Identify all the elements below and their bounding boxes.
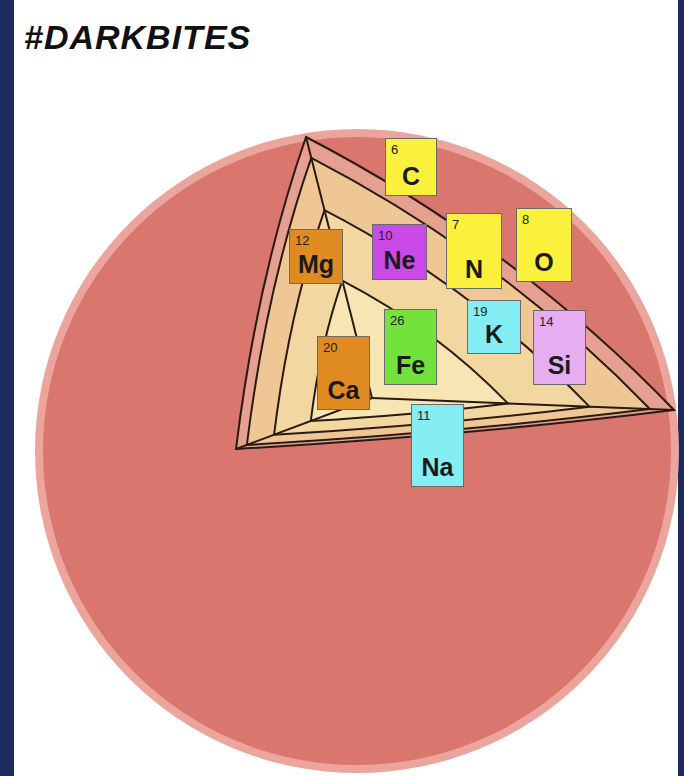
element-tile: 19K xyxy=(467,300,521,354)
element-tile: 10Ne xyxy=(372,224,427,280)
element-tile: 12Mg xyxy=(289,229,343,284)
atomic-number: 14 xyxy=(539,314,553,329)
element-symbol: Ne xyxy=(373,246,426,275)
atomic-number: 20 xyxy=(323,340,337,355)
atomic-number: 10 xyxy=(378,228,392,243)
atomic-number: 7 xyxy=(452,217,459,232)
element-tile: 20Ca xyxy=(317,336,370,410)
atomic-number: 6 xyxy=(391,142,398,157)
atomic-number: 11 xyxy=(417,408,431,423)
star-sphere xyxy=(43,137,671,765)
element-tile: 7N xyxy=(446,213,502,289)
element-symbol: Na xyxy=(412,453,463,482)
element-symbol: Mg xyxy=(290,250,342,279)
element-tile: 8O xyxy=(516,208,572,282)
element-symbol: O xyxy=(517,248,571,277)
element-symbol: K xyxy=(468,320,520,349)
star-layer xyxy=(236,137,674,449)
atomic-number: 8 xyxy=(522,212,529,227)
element-tile: 11Na xyxy=(411,404,464,487)
element-symbol: N xyxy=(447,255,501,284)
element-symbol: C xyxy=(386,162,436,191)
atomic-number: 12 xyxy=(295,233,309,248)
element-symbol: Fe xyxy=(385,351,436,380)
atomic-number: 19 xyxy=(473,304,487,319)
atomic-number: 26 xyxy=(390,313,404,328)
white-panel xyxy=(14,0,678,776)
element-tile: 6C xyxy=(385,138,437,196)
cutaway xyxy=(236,137,674,449)
element-symbol: Si xyxy=(534,351,585,380)
element-symbol: Ca xyxy=(318,376,369,405)
element-tile: 26Fe xyxy=(384,309,437,385)
element-tile: 14Si xyxy=(533,310,586,385)
star-glow xyxy=(35,129,679,773)
title: #DARKBITES xyxy=(24,18,251,57)
